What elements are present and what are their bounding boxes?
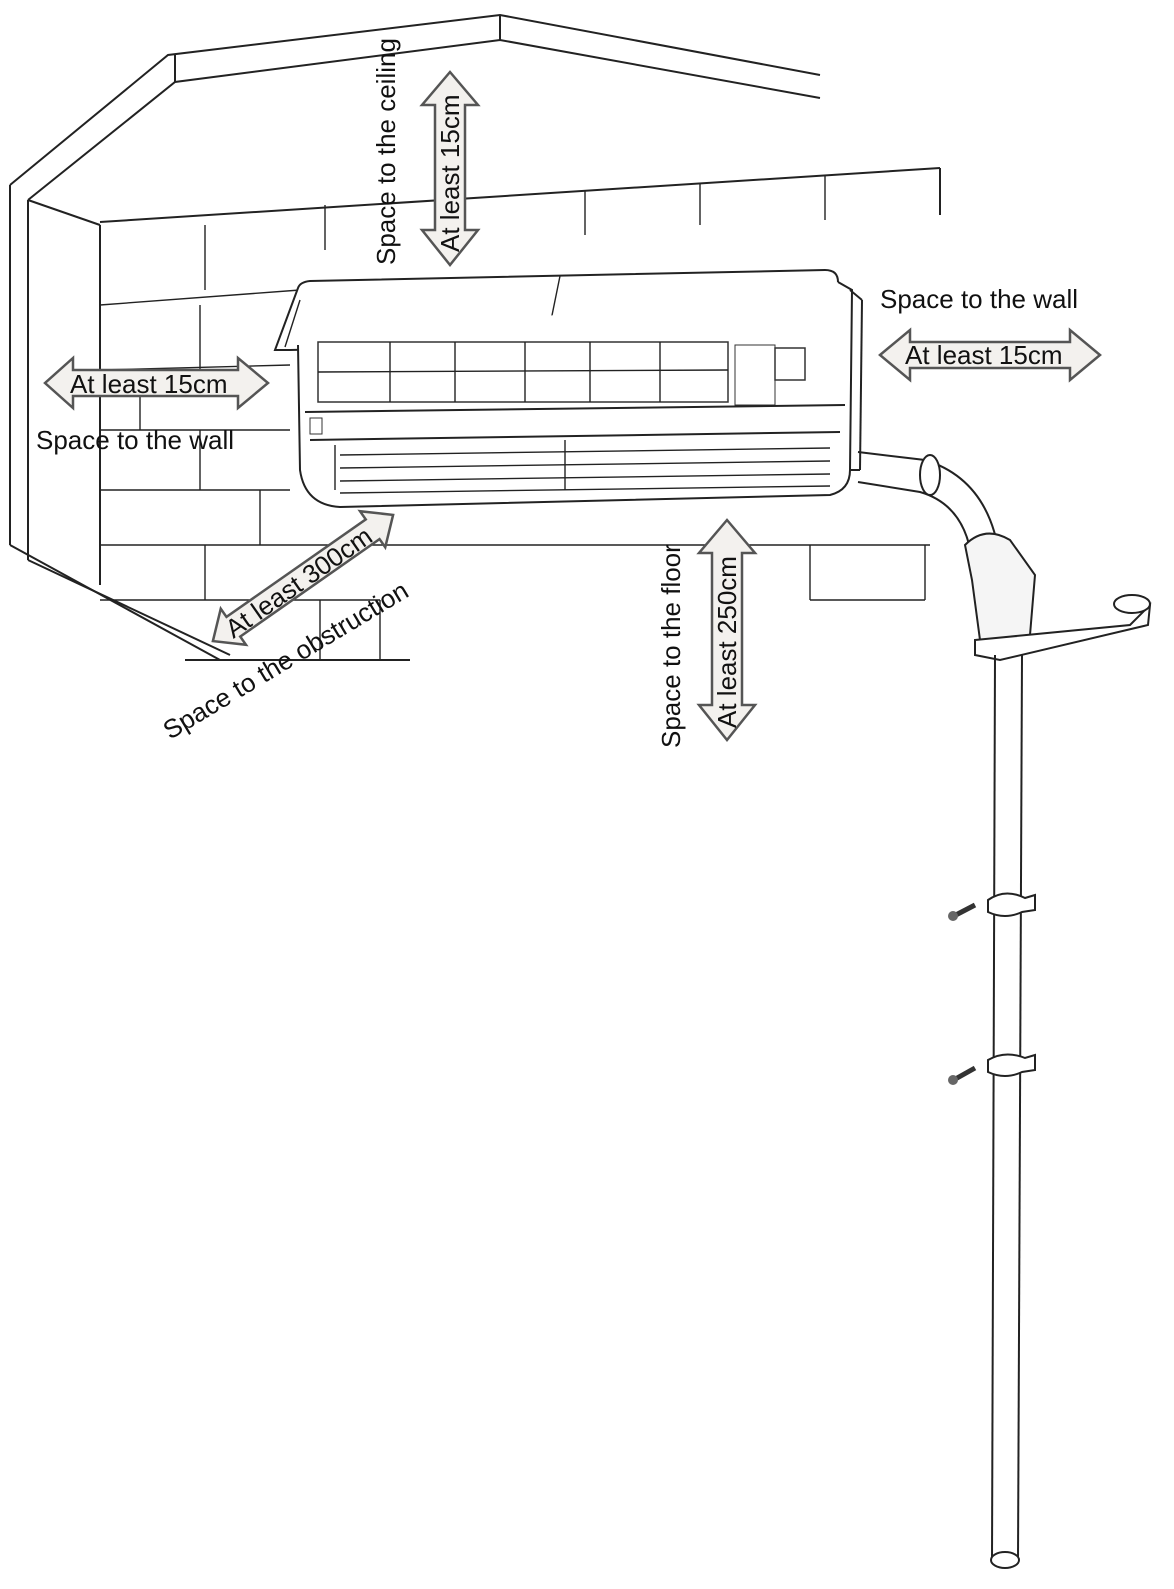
screw-lower [948, 1065, 977, 1085]
right-wall-min-label: At least 15cm [905, 340, 1063, 370]
ceiling-min-label: At least 15cm [435, 94, 465, 252]
ceiling-space-label: Space to the ceiling [371, 38, 401, 265]
brick-wall-pattern [99, 175, 930, 660]
pipe-clamp-lower [987, 1053, 1036, 1077]
right-wall-clearance-arrow: At least 15cm [878, 327, 1102, 383]
screw-upper [948, 902, 977, 921]
left-wall-min-label: At least 15cm [70, 369, 228, 399]
left-wall-clearance-arrow: At least 15cm [43, 355, 270, 411]
left-wall-space-label: Space to the wall [36, 425, 234, 455]
ceiling-clearance-arrow: At least 15cm [419, 70, 481, 268]
right-wall-space-label: Space to the wall [880, 284, 1078, 314]
room-outline [9, 13, 941, 661]
floor-clearance-arrow: At least 250cm [696, 518, 758, 743]
floor-space-label: Space to the floor [656, 544, 686, 748]
refrigerant-pipe [857, 451, 1152, 1569]
pipe-clamp-upper [987, 892, 1036, 917]
floor-min-label: At least 250cm [712, 556, 742, 728]
air-conditioner-indoor-unit [273, 268, 863, 509]
